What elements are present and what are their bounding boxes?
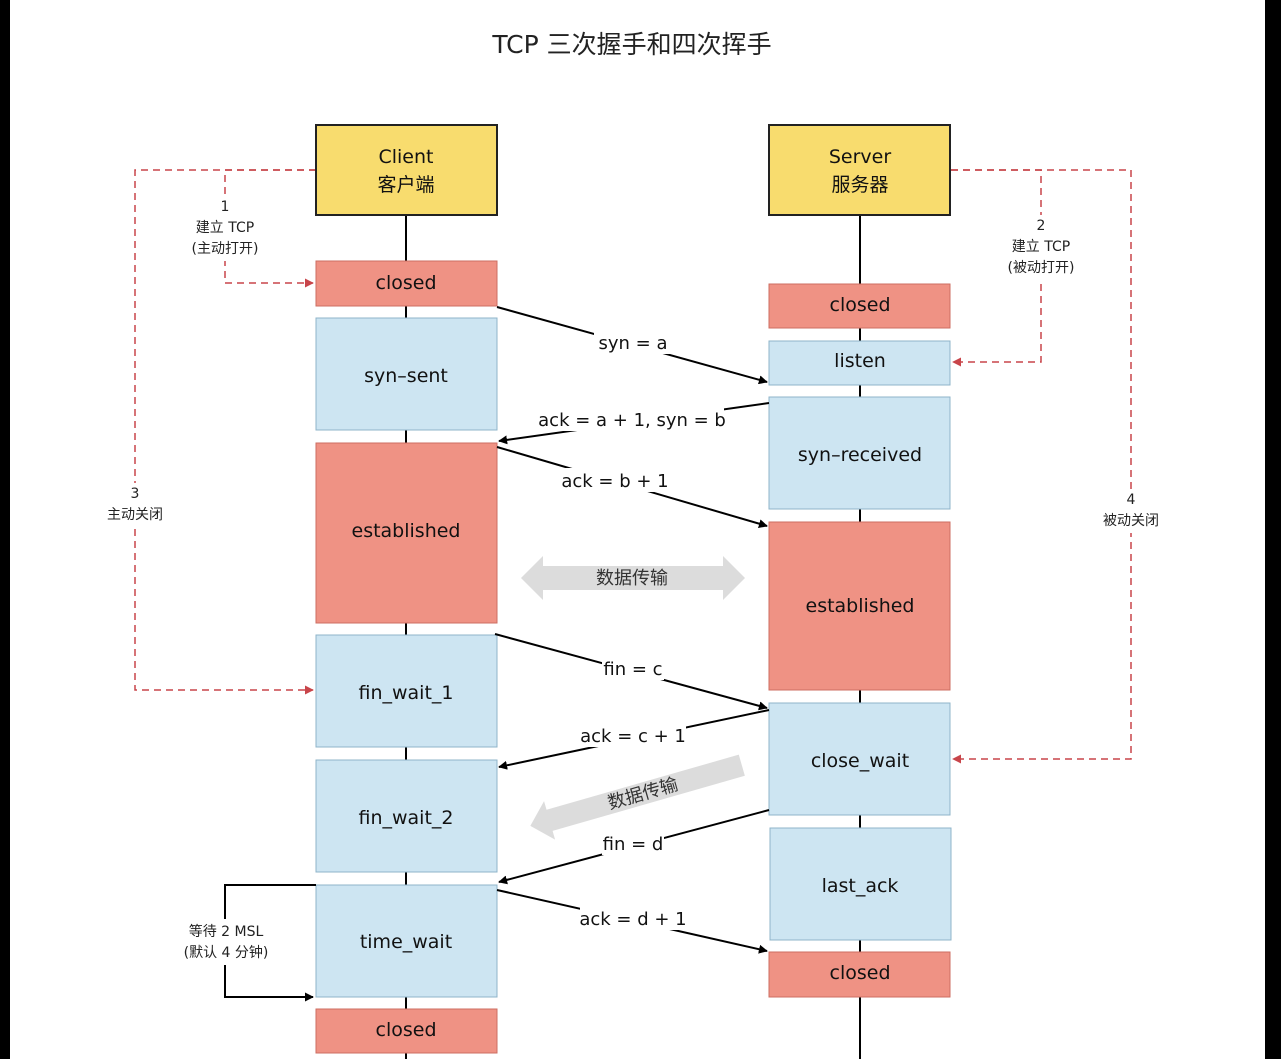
client-box: Client 客户端 xyxy=(315,124,498,216)
client-state-established: established xyxy=(315,442,498,624)
state-label: closed xyxy=(376,272,437,294)
client-state-time-wait: time_wait xyxy=(315,884,498,998)
server-state-listen: listen xyxy=(768,340,951,386)
server-label-cn: 服务器 xyxy=(831,174,888,196)
msg-label-syn: syn = a xyxy=(599,333,668,354)
note-2-line1: 建立 TCP xyxy=(1012,239,1070,255)
server-state-close-wait: close_wait xyxy=(768,702,951,816)
server-box: Server 服务器 xyxy=(768,124,951,216)
note-3-number: 3 xyxy=(131,486,140,502)
msg-label-ack-d: ack = d + 1 xyxy=(579,909,686,930)
client-state-closed-final: closed xyxy=(315,1008,498,1054)
diagram-title: TCP 三次握手和四次挥手 xyxy=(491,30,771,59)
server-state-closed: closed xyxy=(768,283,951,329)
data-transfer-label: 数据传输 xyxy=(596,568,668,589)
data-transfer-arrow-2: 数据传输 xyxy=(530,754,745,840)
state-label: syn–received xyxy=(798,444,922,466)
note-2: 2 建立 TCP (被动打开) xyxy=(1001,215,1081,279)
note-4: 4 被动关闭 xyxy=(1096,489,1166,533)
client-state-syn-sent: syn–sent xyxy=(315,317,498,431)
server-close-arrow xyxy=(951,169,1132,764)
client-close-arrow xyxy=(134,169,316,695)
state-label: fin_wait_1 xyxy=(358,682,453,704)
server-state-closed-final: closed xyxy=(768,951,951,998)
note-4-line1: 被动关闭 xyxy=(1103,513,1159,529)
state-label: last_ack xyxy=(822,875,899,897)
state-label: closed xyxy=(376,1019,437,1041)
server-state-syn-received: syn–received xyxy=(768,396,951,510)
state-label: syn–sent xyxy=(364,365,448,387)
message-labels: syn = a ack = a + 1, syn = b ack = b + 1… xyxy=(538,330,726,930)
msg-label-fin-c: fin = c xyxy=(603,659,662,680)
client-state-fin-wait-2: fin_wait_2 xyxy=(315,759,498,873)
client-label-en: Client xyxy=(378,146,433,168)
wait-note-line2: (默认 4 分钟) xyxy=(184,944,269,961)
wait-note-line1: 等待 2 MSL xyxy=(189,923,264,940)
client-state-fin-wait-1: fin_wait_1 xyxy=(315,634,498,748)
note-2-number: 2 xyxy=(1037,218,1046,234)
note-1-line2: (主动打开) xyxy=(192,240,259,257)
msg-label-ack-b: ack = b + 1 xyxy=(561,471,668,492)
state-label: established xyxy=(352,520,461,542)
msg-label-ack-c: ack = c + 1 xyxy=(580,726,686,747)
client-state-closed: closed xyxy=(315,260,498,307)
note-2-line2: (被动打开) xyxy=(1008,259,1075,276)
note-1: 1 建立 TCP (主动打开) xyxy=(185,197,265,261)
state-label: fin_wait_2 xyxy=(358,807,453,829)
server-state-established: established xyxy=(768,521,951,691)
state-label: close_wait xyxy=(811,750,909,772)
server-label-en: Server xyxy=(829,146,891,168)
page: TCP 三次握手和四次挥手 Client 客户端 Server 服务器 clos… xyxy=(10,0,1265,1059)
note-1-line1: 建立 TCP xyxy=(196,220,254,236)
state-label: listen xyxy=(834,350,886,372)
data-transfer-arrow-1: 数据传输 xyxy=(521,556,745,600)
state-label: time_wait xyxy=(360,931,452,953)
client-label-cn: 客户端 xyxy=(377,174,434,196)
server-state-last-ack: last_ack xyxy=(769,827,952,941)
note-3: 3 主动关闭 xyxy=(100,483,170,527)
state-label: closed xyxy=(830,294,891,316)
state-label: established xyxy=(806,595,915,617)
note-1-number: 1 xyxy=(221,199,230,215)
note-4-number: 4 xyxy=(1127,492,1136,508)
data-transfer-label: 数据传输 xyxy=(605,774,680,814)
msg-label-ack-syn: ack = a + 1, syn = b xyxy=(538,410,726,431)
msg-label-fin-d: fin = d xyxy=(603,834,664,855)
state-label: closed xyxy=(830,962,891,984)
note-3-line1: 主动关闭 xyxy=(107,507,163,523)
tcp-diagram: TCP 三次握手和四次挥手 Client 客户端 Server 服务器 clos… xyxy=(100,30,1166,1059)
